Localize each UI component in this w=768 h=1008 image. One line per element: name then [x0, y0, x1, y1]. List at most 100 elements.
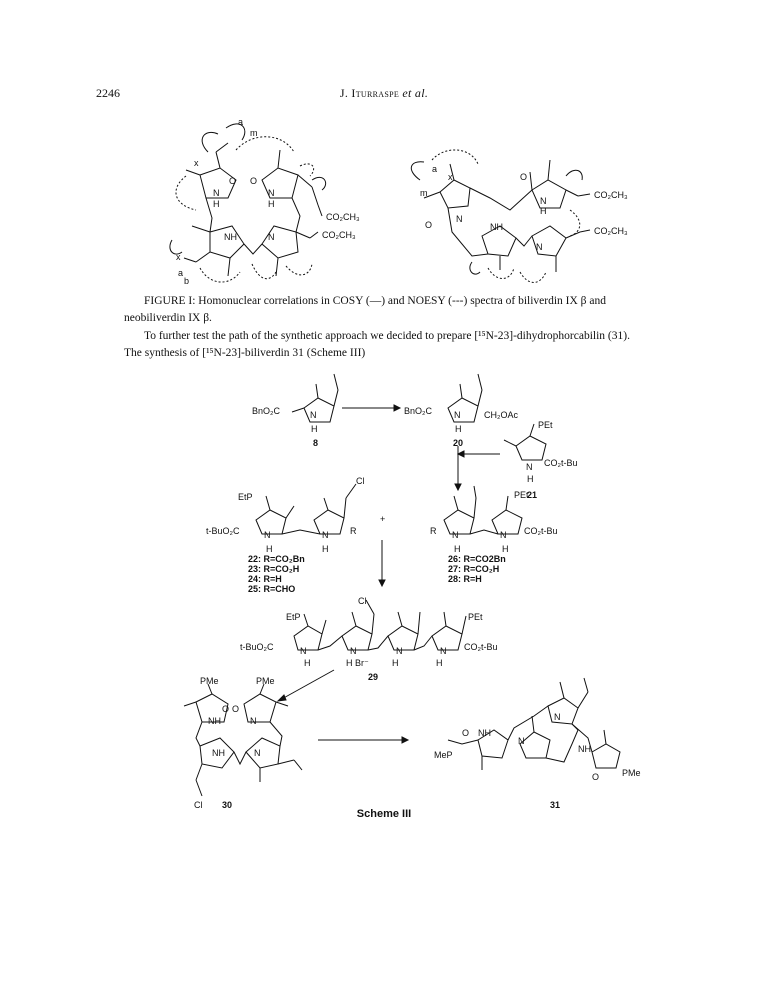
label-b: b: [184, 276, 189, 286]
svg-text:CO₂t-Bu: CO₂t-Bu: [544, 458, 578, 468]
compound-20: BnO₂C N CH₂OAc H 20: [404, 373, 518, 448]
svg-text:H: H: [455, 424, 462, 434]
caption-line: neobiliverdin IX β.: [124, 312, 212, 324]
label-n: N: [268, 188, 275, 198]
svg-text:PEt: PEt: [538, 420, 553, 430]
svg-text:28: R=H: 28: R=H: [448, 574, 482, 584]
label-x: x: [194, 158, 199, 168]
svg-text:N: N: [350, 646, 357, 656]
compound-29: EtP Cl PEt t-BuO₂C N N N N CO₂t-Bu H H B…: [240, 596, 498, 682]
label-co2ch3: CO₂CH₃: [326, 212, 360, 222]
svg-text:H: H: [266, 544, 273, 554]
neobiliverdin-structure: m a x O N O N H NH N CO₂CH₃ CO₂CH₃: [410, 149, 628, 283]
svg-text:R: R: [350, 526, 357, 536]
compound-22-25: EtP Cl t-BuO₂C N N R H H 22: R=CO₂Bn 23:…: [206, 476, 365, 594]
svg-text:t-BuO₂C: t-BuO₂C: [240, 642, 274, 652]
compound-26-28: PEt R N N CO₂t-Bu H H 26: R=CO2Bn 27: R=…: [430, 485, 558, 584]
svg-text:N: N: [254, 748, 261, 758]
svg-text:25: R=CHO: 25: R=CHO: [248, 584, 295, 594]
svg-text:Cl: Cl: [356, 476, 365, 486]
svg-text:27: R=CO₂H: 27: R=CO₂H: [448, 564, 499, 574]
compound-30: PMe PMe O O NH N NH N Cl 30: [183, 676, 303, 810]
svg-text:N: N: [310, 410, 317, 420]
svg-text:H Br⁻: H Br⁻: [346, 658, 369, 668]
svg-text:NH: NH: [212, 748, 225, 758]
scheme-iii: BnO₂C N H 8 BnO₂C N CH₂OAc H 20 PEt N CO…: [183, 373, 641, 810]
label-m: m: [250, 128, 258, 138]
label-co2ch3: CO₂CH₃: [322, 230, 356, 240]
svg-text:23: R=CO₂H: 23: R=CO₂H: [248, 564, 299, 574]
running-head-etal: et al.: [402, 86, 429, 100]
svg-text:CH₂OAc: CH₂OAc: [484, 410, 518, 420]
label-n: N: [540, 196, 547, 206]
svg-text:20: 20: [453, 438, 463, 448]
label-n: N: [456, 214, 463, 224]
svg-text:R: R: [430, 526, 437, 536]
body-line: To further test the path of the syntheti…: [144, 330, 630, 342]
svg-text:EtP: EtP: [238, 492, 253, 502]
label-n: N: [213, 188, 220, 198]
label-x: x: [176, 252, 181, 262]
label-co2ch3: CO₂CH₃: [594, 190, 628, 200]
label-h: H: [540, 206, 547, 216]
svg-text:t-BuO₂C: t-BuO₂C: [206, 526, 240, 536]
svg-text:29: 29: [368, 672, 378, 682]
svg-text:PEt: PEt: [468, 612, 483, 622]
svg-text:N: N: [250, 716, 257, 726]
svg-text:22: R=CO₂Bn: 22: R=CO₂Bn: [248, 554, 305, 564]
svg-text:CO₂t-Bu: CO₂t-Bu: [524, 526, 558, 536]
plus-sign: +: [380, 514, 385, 524]
svg-text:BnO₂C: BnO₂C: [404, 406, 433, 416]
body-paragraph: To further test the path of the syntheti…: [124, 328, 664, 362]
svg-text:N: N: [518, 736, 525, 746]
svg-text:H: H: [322, 544, 329, 554]
svg-text:N: N: [526, 462, 533, 472]
svg-text:O: O: [462, 728, 469, 738]
svg-text:N: N: [500, 530, 507, 540]
svg-text:30: 30: [222, 800, 232, 810]
svg-text:PEt: PEt: [514, 490, 529, 500]
label-a: a: [238, 117, 243, 127]
body-line: The synthesis of [¹⁵N-23]-biliverdin 31 …: [124, 347, 366, 359]
page-header: 2246 J. Iturraspe et al.: [96, 86, 672, 102]
svg-text:26: R=CO2Bn: 26: R=CO2Bn: [448, 554, 506, 564]
label-n: N: [268, 232, 275, 242]
caption-line: FIGURE I: Homonuclear correlations in CO…: [144, 295, 607, 307]
label-o: O: [250, 176, 257, 186]
svg-text:NH: NH: [478, 728, 491, 738]
label-o: O: [229, 176, 236, 186]
svg-text:N: N: [264, 530, 271, 540]
svg-text:N: N: [322, 530, 329, 540]
svg-text:H: H: [392, 658, 399, 668]
compound-31: O NH MeP N N NH O PMe 31: [434, 677, 641, 810]
svg-text:O: O: [222, 704, 229, 714]
svg-text:8: 8: [313, 438, 318, 448]
compound-8: BnO₂C N H 8: [252, 373, 339, 448]
svg-text:H: H: [454, 544, 461, 554]
svg-text:BnO₂C: BnO₂C: [252, 406, 281, 416]
svg-text:PMe: PMe: [200, 676, 219, 686]
biliverdin-structure: a m x O O N H N H NH N CO₂CH₃ CO₂CH₃ x a…: [169, 117, 360, 286]
svg-text:EtP: EtP: [286, 612, 301, 622]
label-nh: NH: [490, 222, 503, 232]
svg-text:24: R=H: 24: R=H: [248, 574, 282, 584]
svg-text:O: O: [592, 772, 599, 782]
label-h: H: [213, 199, 220, 209]
svg-text:PMe: PMe: [256, 676, 275, 686]
svg-text:N: N: [452, 530, 459, 540]
svg-text:PMe: PMe: [622, 768, 641, 778]
label-x: x: [448, 172, 453, 182]
label-nh: NH: [224, 232, 237, 242]
page-number: 2246: [96, 86, 120, 100]
svg-text:N: N: [554, 712, 561, 722]
svg-text:N: N: [454, 410, 461, 420]
label-n: N: [536, 242, 543, 252]
svg-text:H: H: [304, 658, 311, 668]
svg-text:Cl: Cl: [358, 596, 367, 606]
svg-text:O: O: [232, 704, 239, 714]
label-o: O: [520, 172, 527, 182]
svg-text:N: N: [396, 646, 403, 656]
arrow-29-to-30: [279, 669, 335, 701]
label-m: m: [420, 188, 428, 198]
